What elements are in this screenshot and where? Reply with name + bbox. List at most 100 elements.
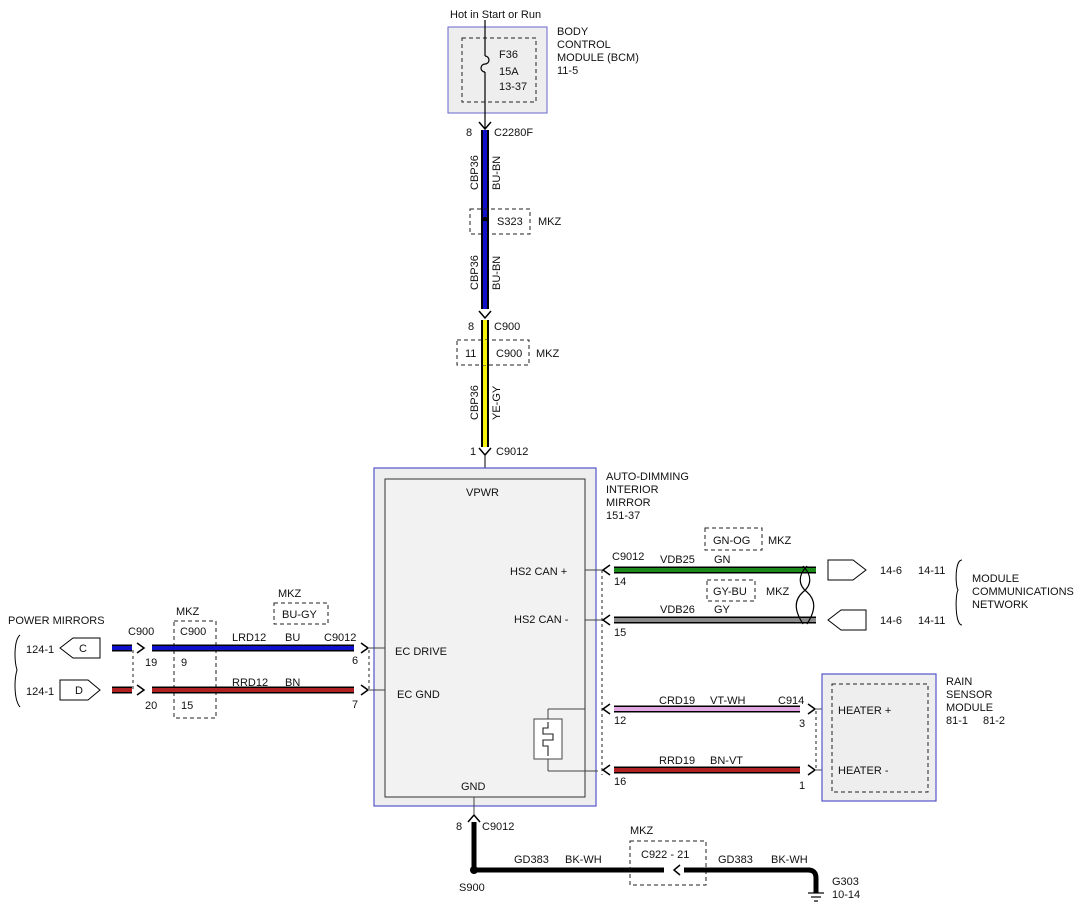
bcm-title-line1: BODY bbox=[557, 26, 589, 38]
rain-sensor-inner-box bbox=[831, 683, 929, 793]
left-bu: BU bbox=[285, 632, 300, 644]
can-gy: GY bbox=[714, 604, 731, 616]
can-vdb26: VDB26 bbox=[660, 604, 695, 616]
mirror-gnd-label: GND bbox=[461, 781, 486, 793]
splice-s323-label: S323 bbox=[497, 216, 523, 228]
rain-bnvt: BN-VT bbox=[710, 755, 743, 767]
left-c900-label: C900 bbox=[128, 626, 154, 638]
can-pin14: 14 bbox=[614, 576, 626, 588]
network-brace-icon bbox=[955, 559, 963, 626]
left-mkz-c900: C900 bbox=[180, 626, 206, 638]
c900-left-connector-icon bbox=[136, 642, 146, 654]
wire1-color: BU-BN bbox=[491, 156, 503, 190]
bcm-module-box[interactable] bbox=[447, 26, 548, 114]
rain-ref1: 81-1 bbox=[946, 715, 968, 727]
can-ref1a: 14-6 bbox=[880, 565, 902, 577]
connector-d-flag-icon[interactable] bbox=[59, 679, 101, 701]
c2280f-label: C2280F bbox=[494, 127, 533, 139]
c900-connector-icon bbox=[478, 310, 492, 320]
wire2-circuit: CBP36 bbox=[469, 255, 481, 290]
connector-c-flag-icon[interactable] bbox=[59, 637, 101, 659]
power-mirrors-ref-d: 124-1 bbox=[26, 686, 54, 698]
rain-ref2: 81-2 bbox=[983, 715, 1005, 727]
c914-heater-minus-connector-icon bbox=[807, 764, 817, 776]
left-mkz-c900-hdr: MKZ bbox=[176, 606, 200, 618]
s323-mkz-label: MKZ bbox=[538, 216, 562, 228]
left-lrd12: LRD12 bbox=[232, 632, 266, 644]
can-gybu-mkz: MKZ bbox=[766, 586, 790, 598]
ground-c922: C922 - 21 bbox=[641, 849, 689, 861]
mirror-hs2canm-label: HS2 CAN - bbox=[514, 614, 569, 626]
power-mirrors-ref-c: 124-1 bbox=[26, 644, 54, 656]
fuse-icon bbox=[480, 55, 490, 73]
rain-pin1: 1 bbox=[799, 780, 805, 792]
mkz-bu-gy-box bbox=[273, 602, 329, 625]
gy-bu-mkz-box bbox=[706, 579, 756, 602]
c2280f-connector-icon bbox=[478, 121, 492, 131]
left-mkz-bugy-hdr: MKZ bbox=[278, 588, 302, 600]
ground-pin8: 8 bbox=[456, 821, 462, 833]
left-rrd12: RRD12 bbox=[232, 677, 268, 689]
mkz-c900-box bbox=[456, 339, 530, 366]
can-plus-flag-icon[interactable] bbox=[827, 559, 867, 581]
left-bugy: BU-GY bbox=[282, 609, 318, 621]
mkz-c900-label: C900 bbox=[496, 348, 522, 360]
rain-pin3: 3 bbox=[799, 718, 805, 730]
can-pin15: 15 bbox=[614, 627, 626, 639]
fuse-rating: 15A bbox=[499, 66, 519, 78]
network-line1: MODULE bbox=[972, 573, 1019, 585]
left-c9012: C9012 bbox=[324, 632, 356, 644]
ground-mkz: MKZ bbox=[630, 825, 654, 837]
mkz-c922-box bbox=[629, 840, 707, 886]
c9012-top-connector-icon bbox=[478, 447, 492, 457]
mirror-ref: 151-37 bbox=[606, 510, 640, 522]
bcm-title-line3: MODULE (BCM) bbox=[557, 52, 639, 64]
c900-pin: 8 bbox=[468, 321, 474, 333]
can-minus-flag-icon[interactable] bbox=[827, 609, 867, 631]
ground-g303: G303 bbox=[832, 876, 859, 888]
rain-title-line1: RAIN bbox=[946, 676, 972, 688]
left-pin19: 19 bbox=[145, 657, 157, 669]
mkz-c900-left-box bbox=[173, 620, 217, 719]
rain-heaterp: HEATER + bbox=[838, 705, 891, 717]
mkz-c900-mkz: MKZ bbox=[536, 348, 560, 360]
can-gnog: GN-OG bbox=[713, 535, 750, 547]
mirror-title-line1: AUTO-DIMMING bbox=[606, 471, 689, 483]
connector-c-label: C bbox=[79, 643, 87, 655]
network-line3: NETWORK bbox=[972, 599, 1029, 611]
can-gn: GN bbox=[714, 554, 731, 566]
c9012-ecdrive-connector-icon bbox=[360, 642, 370, 654]
wire3-color: YE-GY bbox=[491, 385, 503, 420]
ground-g303-ref: 10-14 bbox=[832, 889, 860, 901]
rain-sensor-module[interactable] bbox=[821, 673, 937, 802]
c9012-ecgnd-connector-icon bbox=[360, 684, 370, 696]
mirror-title-line3: MIRROR bbox=[606, 497, 651, 509]
heater-element-icon bbox=[542, 722, 554, 756]
left-bn: BN bbox=[285, 677, 300, 689]
c9012-gnd-connector-icon bbox=[467, 813, 481, 823]
c900-left-connector-d-icon bbox=[136, 684, 146, 696]
ground-bkwhb: BK-WH bbox=[771, 854, 808, 866]
rain-title-line2: SENSOR bbox=[946, 689, 993, 701]
c9012-heater-minus-connector-icon bbox=[601, 764, 611, 776]
can-gybu: GY-BU bbox=[713, 586, 747, 598]
power-mirrors-label: POWER MIRRORS bbox=[8, 615, 105, 627]
connector-d-label: D bbox=[75, 685, 83, 697]
power-mirrors-brace-icon bbox=[14, 634, 21, 708]
wire1-circuit: CBP36 bbox=[469, 155, 481, 190]
mirror-ecgnd-label: EC GND bbox=[397, 689, 440, 701]
can-plus-connector-icon bbox=[601, 564, 611, 576]
bcm-title-line2: CONTROL bbox=[557, 39, 611, 51]
can-gnog-mkz: MKZ bbox=[768, 535, 792, 547]
mirror-hs2canp-label: HS2 CAN + bbox=[510, 566, 567, 578]
mkz-c900-pin: 11 bbox=[465, 348, 476, 360]
left-pin20: 20 bbox=[145, 700, 157, 712]
can-ref2b: 14-11 bbox=[918, 615, 945, 627]
ground-c9012: C9012 bbox=[482, 821, 514, 833]
rain-c914: C914 bbox=[778, 695, 804, 707]
can-ref2a: 14-6 bbox=[880, 615, 902, 627]
left-pin7: 7 bbox=[352, 699, 358, 711]
rain-heaterm: HEATER - bbox=[838, 765, 889, 777]
wire3-circuit: CBP36 bbox=[469, 385, 481, 420]
